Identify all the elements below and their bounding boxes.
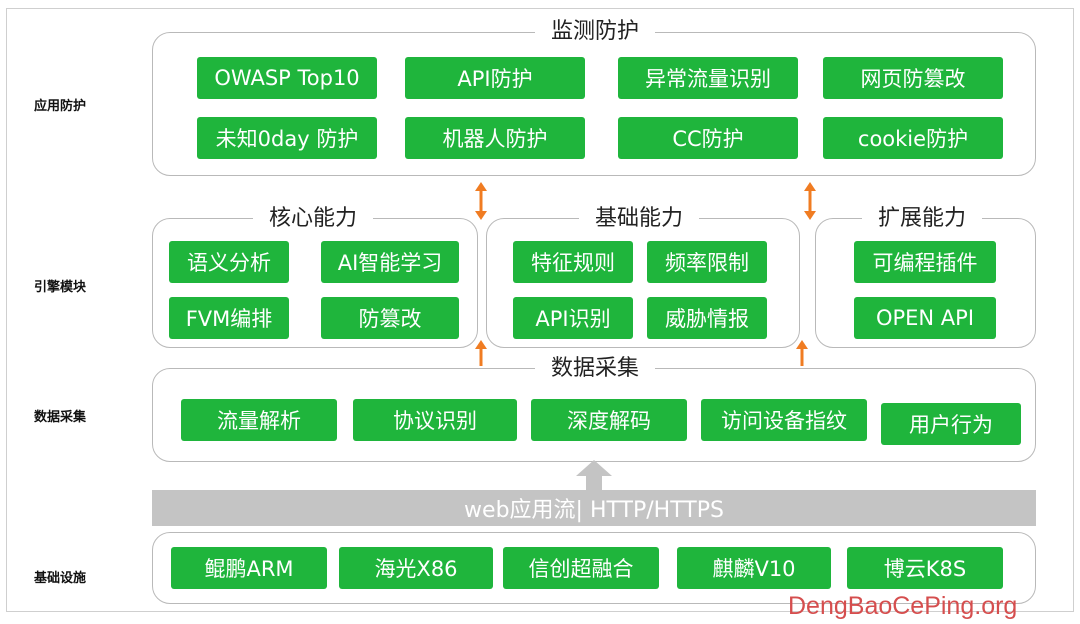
basic-title: 基础能力 [579, 207, 700, 231]
core-item: AI智能学习 [321, 241, 459, 283]
web-flow-bar: web应用流| HTTP/HTTPS [152, 490, 1036, 526]
monitor-item: cookie防护 [823, 117, 1003, 159]
monitor-item: 网页防篡改 [823, 57, 1003, 99]
up-arrow-icon [475, 340, 487, 366]
core-item: 防篡改 [321, 297, 459, 339]
monitor-panel: 监测防护 OWASP Top10 API防护 异常流量识别 网页防篡改 未知0d… [152, 20, 1036, 176]
row-label-engine: 引擎模块 [34, 280, 87, 295]
collect-panel: 数据采集 流量解析 协议识别 深度解码 访问设备指纹 用户行为 [152, 357, 1036, 462]
collect-item: 协议识别 [353, 399, 517, 441]
monitor-item: 机器人防护 [405, 117, 585, 159]
flow-up-arrow-icon [576, 460, 612, 492]
up-arrow-icon [796, 340, 808, 366]
extend-panel: 扩展能力 可编程插件 OPEN API [815, 207, 1036, 348]
basic-item: 威胁情报 [647, 297, 767, 339]
extend-item: 可编程插件 [854, 241, 996, 283]
collect-title: 数据采集 [535, 357, 656, 381]
row-label-data: 数据采集 [34, 410, 87, 425]
monitor-item: 异常流量识别 [618, 57, 798, 99]
monitor-item: CC防护 [618, 117, 798, 159]
double-arrow-icon [475, 182, 487, 220]
infra-item: 信创超融合 [503, 547, 659, 589]
row-label-application: 应用防护 [34, 99, 87, 114]
core-item: 语义分析 [169, 241, 289, 283]
double-arrow-icon [804, 182, 816, 220]
core-panel: 核心能力 语义分析 AI智能学习 FVM编排 防篡改 [152, 207, 478, 348]
infra-item: 海光X86 [339, 547, 493, 589]
basic-item: 特征规则 [513, 241, 633, 283]
monitor-item: API防护 [405, 57, 585, 99]
infra-panel: 鲲鹏ARM 海光X86 信创超融合 麒麟V10 博云K8S [152, 532, 1036, 604]
extend-title: 扩展能力 [862, 207, 983, 231]
basic-item: API识别 [513, 297, 633, 339]
extend-item: OPEN API [854, 297, 996, 339]
collect-item: 用户行为 [881, 403, 1021, 445]
infra-item: 麒麟V10 [677, 547, 831, 589]
collect-item: 访问设备指纹 [701, 399, 867, 441]
monitor-title: 监测防护 [535, 20, 656, 44]
collect-item: 深度解码 [531, 399, 687, 441]
basic-item: 频率限制 [647, 241, 767, 283]
monitor-item: 未知0day 防护 [197, 117, 377, 159]
collect-item: 流量解析 [181, 399, 337, 441]
watermark: DengBaoCePing.org [788, 592, 1018, 620]
infra-item: 博云K8S [847, 547, 1003, 589]
core-title: 核心能力 [253, 207, 374, 231]
row-label-infra: 基础设施 [34, 571, 87, 586]
infra-item: 鲲鹏ARM [171, 547, 327, 589]
monitor-item: OWASP Top10 [197, 57, 377, 99]
basic-panel: 基础能力 特征规则 频率限制 API识别 威胁情报 [486, 207, 800, 348]
core-item: FVM编排 [169, 297, 289, 339]
